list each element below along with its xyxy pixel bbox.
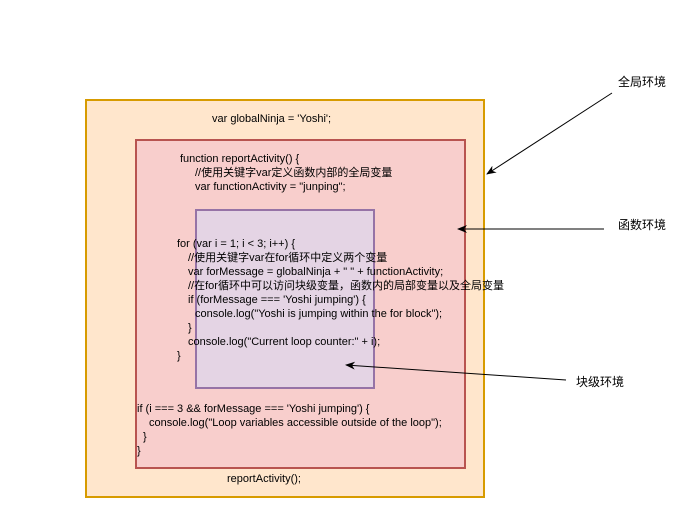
code-if-log: console.log("Yoshi is jumping within the… [195, 308, 443, 320]
code-call: reportActivity(); [227, 473, 301, 485]
label-function-environment: 函数环境 [618, 218, 667, 232]
code-global-decl: var globalNinja = 'Yoshi'; [212, 113, 332, 125]
code-for-var: var forMessage = globalNinja + " " + fun… [188, 266, 444, 278]
block-environment-box [195, 209, 375, 389]
code-func-var: var functionActivity = "junping"; [195, 181, 346, 193]
code-if2-log: console.log("Loop variables accessible o… [149, 417, 442, 429]
code-for-end: } [177, 350, 181, 362]
arrow-to-block [345, 361, 567, 381]
label-global-environment: 全局环境 [618, 75, 667, 89]
code-if-start: if (forMessage === 'Yoshi jumping') { [188, 294, 366, 306]
code-for-comment: //使用关键字var在for循环中定义两个变量 [188, 252, 388, 264]
code-func-comment: //使用关键字var定义函数内部的全局变量 [195, 167, 393, 179]
code-if2-start: if (i === 3 && forMessage === 'Yoshi jum… [137, 403, 370, 415]
code-func-end: } [137, 445, 141, 457]
code-loop-log: console.log("Current loop counter:" + i)… [188, 336, 381, 348]
code-for-start: for (var i = 1; i < 3; i++) { [177, 238, 295, 250]
arrow-to-global [486, 92, 613, 175]
code-if-end: } [188, 322, 192, 334]
code-for-comment2: //在for循环中可以访问块级变量，函数内的局部变量以及全局变量 [188, 280, 504, 292]
code-if2-end: } [143, 431, 147, 443]
code-func-start: function reportActivity() { [180, 153, 300, 165]
label-block-environment: 块级环境 [576, 375, 625, 389]
